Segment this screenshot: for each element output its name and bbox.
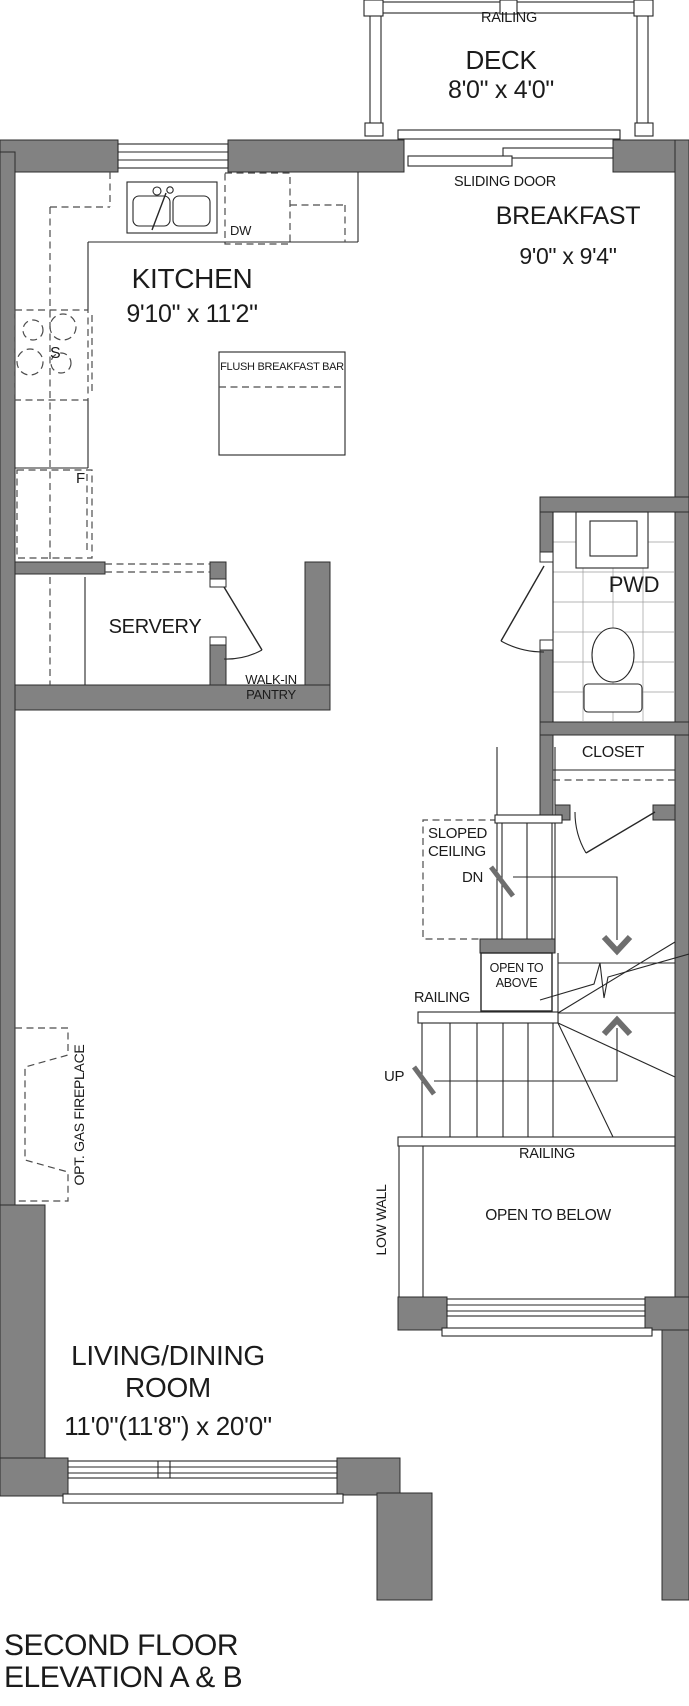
open-to-above-box (480, 952, 553, 1012)
sliding-door (407, 147, 614, 167)
deck-railing (363, 0, 654, 140)
closet-room (553, 769, 675, 854)
stair-railing-band (417, 1011, 559, 1024)
pwd-vanity (575, 511, 649, 569)
living-room-window (62, 1460, 344, 1504)
mid-window (441, 1298, 653, 1337)
low-wall (398, 1146, 424, 1297)
stairs-down-arrow-icon (601, 934, 633, 956)
stairs-up-arrow-icon (601, 1015, 633, 1037)
fridge-outline (16, 469, 93, 559)
dishwasher-outline (224, 172, 291, 245)
hall-door (574, 811, 656, 854)
windows-layer (62, 143, 653, 1504)
up-direction-line (434, 1028, 618, 1082)
up-tick (411, 1065, 437, 1096)
pwd-room (500, 511, 675, 722)
stair-break-line (539, 953, 689, 1001)
pantry-door (209, 578, 263, 660)
dn-tick (489, 865, 515, 898)
walls-layer (0, 139, 689, 1601)
landing-railing-band (397, 1136, 676, 1147)
kitchen-sink (126, 181, 218, 234)
kitchen-sink-window (117, 143, 229, 169)
dn-direction-line (513, 876, 618, 940)
pwd-toilet (583, 627, 643, 713)
fireplace-outline (15, 1027, 69, 1202)
sloped-ceiling-outline (422, 819, 497, 940)
pwd-door (500, 551, 554, 653)
stove (14, 309, 93, 401)
kitchen-counters (15, 172, 359, 685)
stairs-layer (397, 747, 689, 1297)
breakfast-bar (218, 351, 346, 456)
